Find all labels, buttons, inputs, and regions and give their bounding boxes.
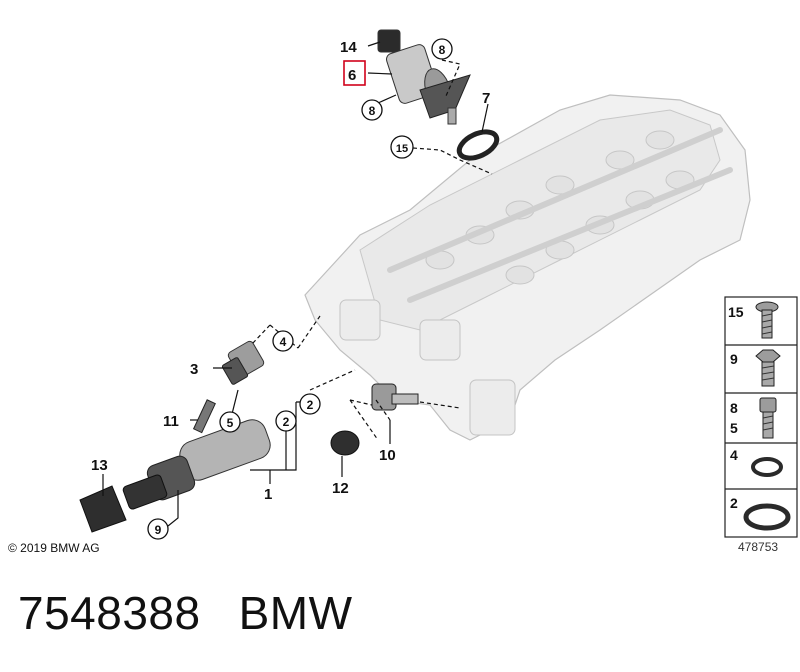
callout-8a: 8 <box>439 43 446 57</box>
callout-8b: 8 <box>369 104 376 118</box>
callout-5: 5 <box>227 416 234 430</box>
callout-4-circle <box>272 330 294 352</box>
callout-12: 12 <box>332 480 349 497</box>
temperature-sensor <box>371 383 419 411</box>
plug-connector <box>79 485 127 533</box>
o-ring-small-icon <box>751 457 783 477</box>
callout-6-highlight-box <box>343 60 366 86</box>
callout-7: 7 <box>482 90 490 107</box>
callout-13: 13 <box>91 457 108 474</box>
callout-1: 1 <box>264 486 272 503</box>
hex-bolt-icon <box>755 349 781 387</box>
legend-label-8: 8 <box>730 400 738 416</box>
drawing-number: 478753 <box>738 540 779 554</box>
callout-4: 4 <box>280 335 287 349</box>
camshaft-sensor <box>221 340 265 385</box>
callout-8-circle-a <box>431 38 453 60</box>
callout-2-circle-a <box>275 410 297 432</box>
callout-11: 11 <box>163 413 179 430</box>
callout-9: 9 <box>155 523 162 537</box>
parts-legend: 15 9 8 5 4 2 <box>724 296 798 538</box>
legend-label-5: 5 <box>730 420 738 436</box>
screw-icon <box>755 301 779 339</box>
callout-15: 15 <box>396 143 408 155</box>
callout-5-circle <box>219 411 241 433</box>
footer: 7548388 BMW <box>18 586 353 640</box>
callout-2a: 2 <box>283 415 290 429</box>
callout-8-circle-b <box>361 99 383 121</box>
callout-6: 6 <box>348 67 356 84</box>
callout-14: 14 <box>340 39 357 56</box>
sensor-bolt <box>192 399 216 434</box>
sealing-plug <box>330 430 360 456</box>
gasket-ring <box>456 129 500 161</box>
parts-diagram: 14 6 8 8 7 15 4 3 5 11 2 2 1 10 12 13 9 <box>79 29 798 540</box>
legend-label-2: 2 <box>730 495 738 511</box>
part-number: 7548388 <box>18 587 201 639</box>
o-ring-large-icon <box>743 503 791 531</box>
callout-2b: 2 <box>307 398 314 412</box>
torx-bolt-icon <box>759 397 777 439</box>
callouts: 14 6 8 8 7 15 4 3 5 11 2 2 1 10 12 13 9 <box>91 38 490 540</box>
callout-3: 3 <box>190 361 198 378</box>
callout-15-circle <box>390 135 414 159</box>
brand-name: BMW <box>238 587 353 639</box>
callout-2-circle-b <box>299 393 321 415</box>
legend-label-9: 9 <box>730 351 738 367</box>
legend-label-4: 4 <box>730 447 738 463</box>
callout-9-circle <box>147 518 169 540</box>
actuator-unit <box>377 29 471 125</box>
control-valve <box>122 419 271 510</box>
cylinder-head <box>304 94 751 441</box>
legend-label-15: 15 <box>728 304 744 320</box>
callout-10: 10 <box>379 447 396 464</box>
copyright-text: © 2019 BMW AG <box>8 541 100 555</box>
